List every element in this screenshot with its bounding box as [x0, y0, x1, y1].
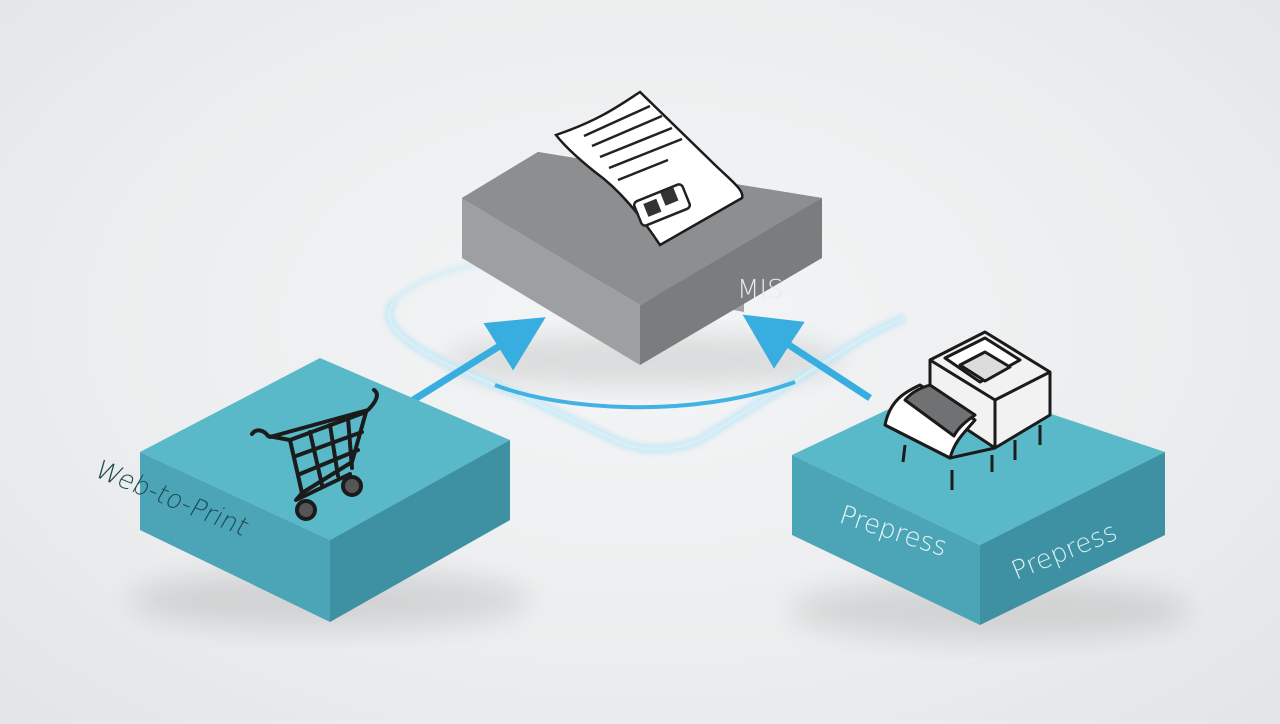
mis-box-left — [462, 198, 640, 365]
web-box-side — [330, 440, 510, 622]
web-box-top — [140, 358, 510, 540]
prepress-box-side — [980, 452, 1165, 625]
arrow-web-to-mis — [408, 317, 546, 405]
mis-box-right — [640, 198, 822, 365]
printer-icon — [883, 330, 1052, 490]
mis-label: MIS — [737, 275, 784, 305]
shopping-cart-icon — [250, 388, 379, 521]
prepress-box-front — [792, 455, 980, 625]
web-to-print-box[interactable]: Web-to-Print — [89, 358, 510, 622]
document-icon — [553, 90, 744, 247]
web-box-front — [140, 452, 330, 622]
arrow-prepress-to-mis — [742, 314, 872, 401]
